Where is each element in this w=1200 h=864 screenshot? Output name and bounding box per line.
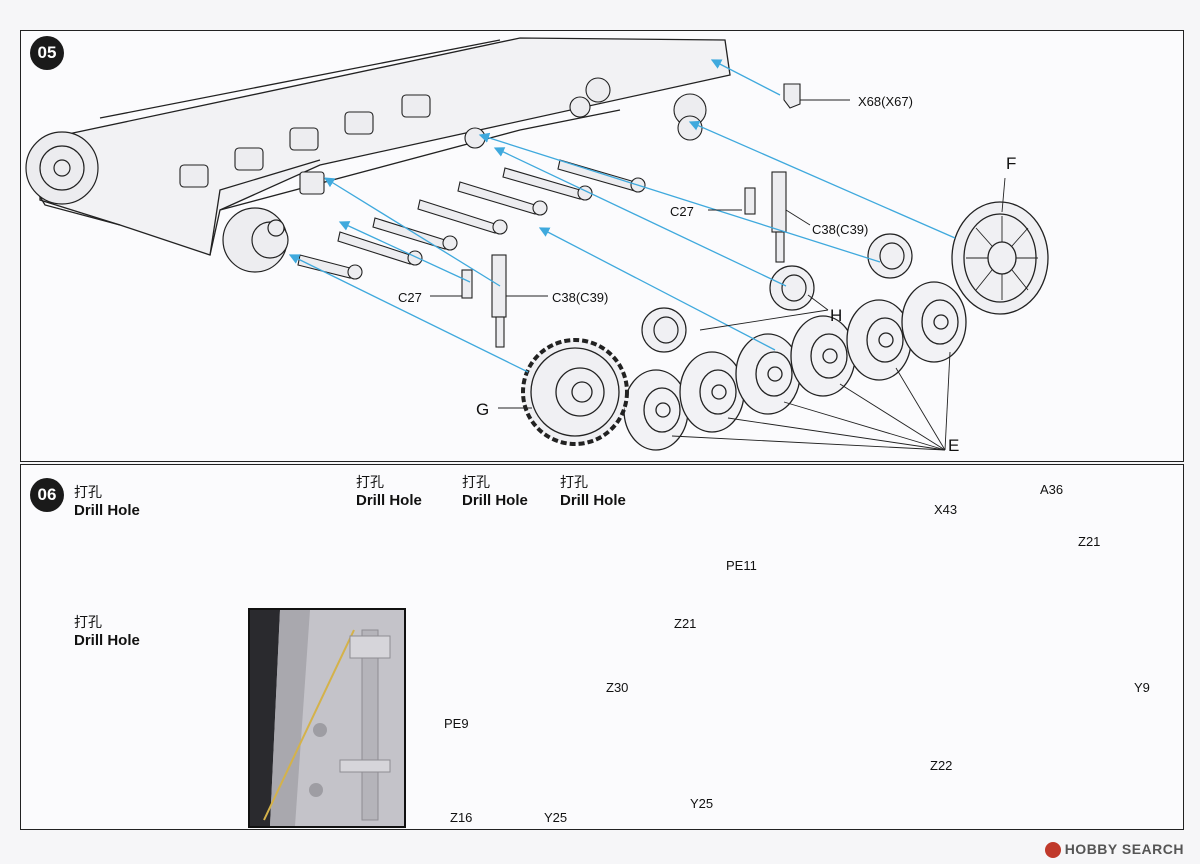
label-f: F	[1006, 154, 1017, 173]
label-y25-right: Y25	[690, 796, 714, 811]
label-c27-upper: C27	[670, 204, 694, 219]
drill-hole-cn: 打孔	[462, 475, 490, 491]
detail-photo-image	[250, 610, 404, 826]
label-c38-lower: C38(C39)	[552, 290, 609, 305]
drill-hole-note-4: 打孔 Drill Hole	[560, 474, 626, 510]
return-roller-h2	[769, 265, 815, 311]
label-pe9: PE9	[444, 716, 469, 731]
drill-hole-en: Drill Hole	[462, 492, 528, 509]
label-y9: Y9	[1134, 680, 1150, 695]
sprocket-g	[521, 338, 629, 446]
label-x43: X43	[934, 502, 958, 517]
drill-hole-en: Drill Hole	[74, 632, 140, 649]
leader-lines-05	[430, 99, 1006, 451]
watermark-text: HOBBY SEARCH	[1064, 840, 1184, 857]
return-roller-h1	[867, 233, 913, 279]
shock-absorber-lower	[461, 254, 507, 348]
drill-hole-cn: 打孔	[560, 475, 588, 491]
drill-hole-note-5: 打孔 Drill Hole	[74, 614, 140, 650]
label-e: E	[948, 436, 960, 455]
detail-photo	[248, 608, 406, 828]
drill-hole-en: Drill Hole	[560, 492, 626, 509]
hull-suspension-mounts	[179, 94, 431, 195]
drill-hole-note-2: 打孔 Drill Hole	[356, 474, 422, 510]
label-g: G	[476, 400, 490, 419]
label-z21-left: Z21	[674, 616, 697, 631]
hobby-search-logo-icon	[1044, 842, 1061, 858]
drill-hole-note-3: 打孔 Drill Hole	[462, 474, 528, 510]
step-05-badge: 05	[30, 36, 64, 70]
hull-hub	[222, 207, 289, 273]
label-c27-lower: C27	[398, 290, 422, 305]
label-c38-upper: C38(C39)	[812, 222, 869, 237]
shock-absorber-upper	[744, 171, 787, 263]
label-z16: Z16	[450, 810, 473, 825]
label-a36: A36	[1040, 482, 1064, 497]
front-sprocket	[25, 131, 99, 205]
drill-hole-note-1: 打孔 Drill Hole	[74, 484, 140, 520]
assembly-arrows-05	[288, 59, 956, 373]
part-x68	[783, 83, 801, 109]
drill-hole-cn: 打孔	[74, 615, 102, 631]
drill-hole-en: Drill Hole	[356, 492, 422, 509]
label-z30: Z30	[606, 680, 629, 695]
step-06-panel	[20, 464, 1184, 830]
label-x68: X68(X67)	[858, 94, 913, 109]
label-z22: Z22	[930, 758, 953, 773]
drill-hole-cn: 打孔	[74, 485, 102, 501]
step-06-badge: 06	[30, 478, 64, 512]
hobby-search-watermark: HOBBY SEARCH	[1044, 840, 1184, 858]
drill-hole-en: Drill Hole	[74, 502, 140, 519]
label-pe11: PE11	[726, 558, 757, 573]
label-h: H	[830, 306, 843, 325]
idler-wheel-f	[951, 201, 1049, 315]
road-wheels-e	[623, 281, 967, 451]
torsion-arms	[297, 159, 646, 280]
return-roller-h3	[641, 307, 687, 353]
drill-hole-cn: 打孔	[356, 475, 384, 491]
label-y25-center: Y25	[544, 810, 568, 825]
label-z21-right: Z21	[1078, 534, 1101, 549]
